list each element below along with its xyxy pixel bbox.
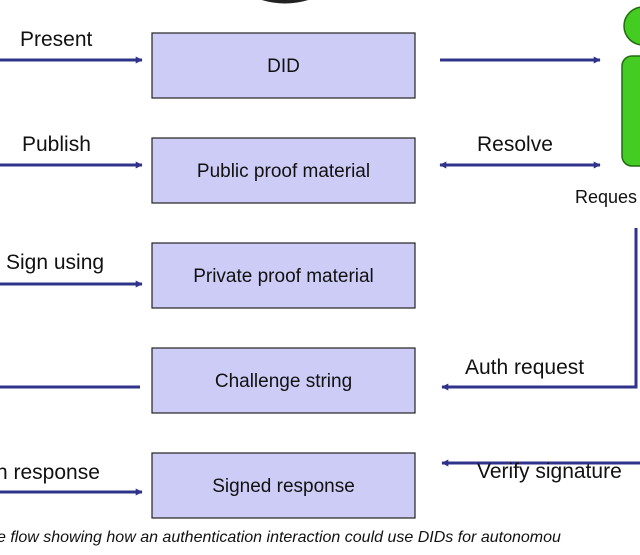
resolve-label: Resolve (477, 133, 553, 156)
did-box: DID (151, 32, 416, 99)
challenge-box-label: Challenge string (215, 371, 352, 392)
signed-response-box-label: Signed response (212, 476, 355, 497)
challenge-box: Challenge string (151, 347, 416, 414)
public-proof-box-label: Public proof material (197, 161, 370, 182)
signed-response-box: Signed response (151, 452, 416, 519)
public-proof-box: Public proof material (151, 137, 416, 204)
auth-request-arrow (441, 228, 638, 391)
top-arc-fragment (261, 0, 309, 4)
private-proof-box-label: Private proof material (193, 266, 374, 287)
figure-caption: e flow showing how an authentication int… (0, 529, 561, 546)
publish-label: Publish (22, 133, 91, 156)
auth-request-label: Auth request (465, 356, 584, 379)
present-label: Present (20, 28, 93, 51)
requester-label: Reques (575, 187, 637, 207)
private-proof-box: Private proof material (151, 242, 416, 309)
auth-flow-diagram: DID Public proof material Private proof … (0, 0, 640, 519)
person-icon (621, 6, 640, 167)
did-box-label: DID (267, 56, 300, 77)
auth-response-label: n response (0, 461, 100, 484)
sign-using-label: Sign using (6, 251, 104, 274)
verify-signature-label: Verify signature (477, 460, 622, 483)
